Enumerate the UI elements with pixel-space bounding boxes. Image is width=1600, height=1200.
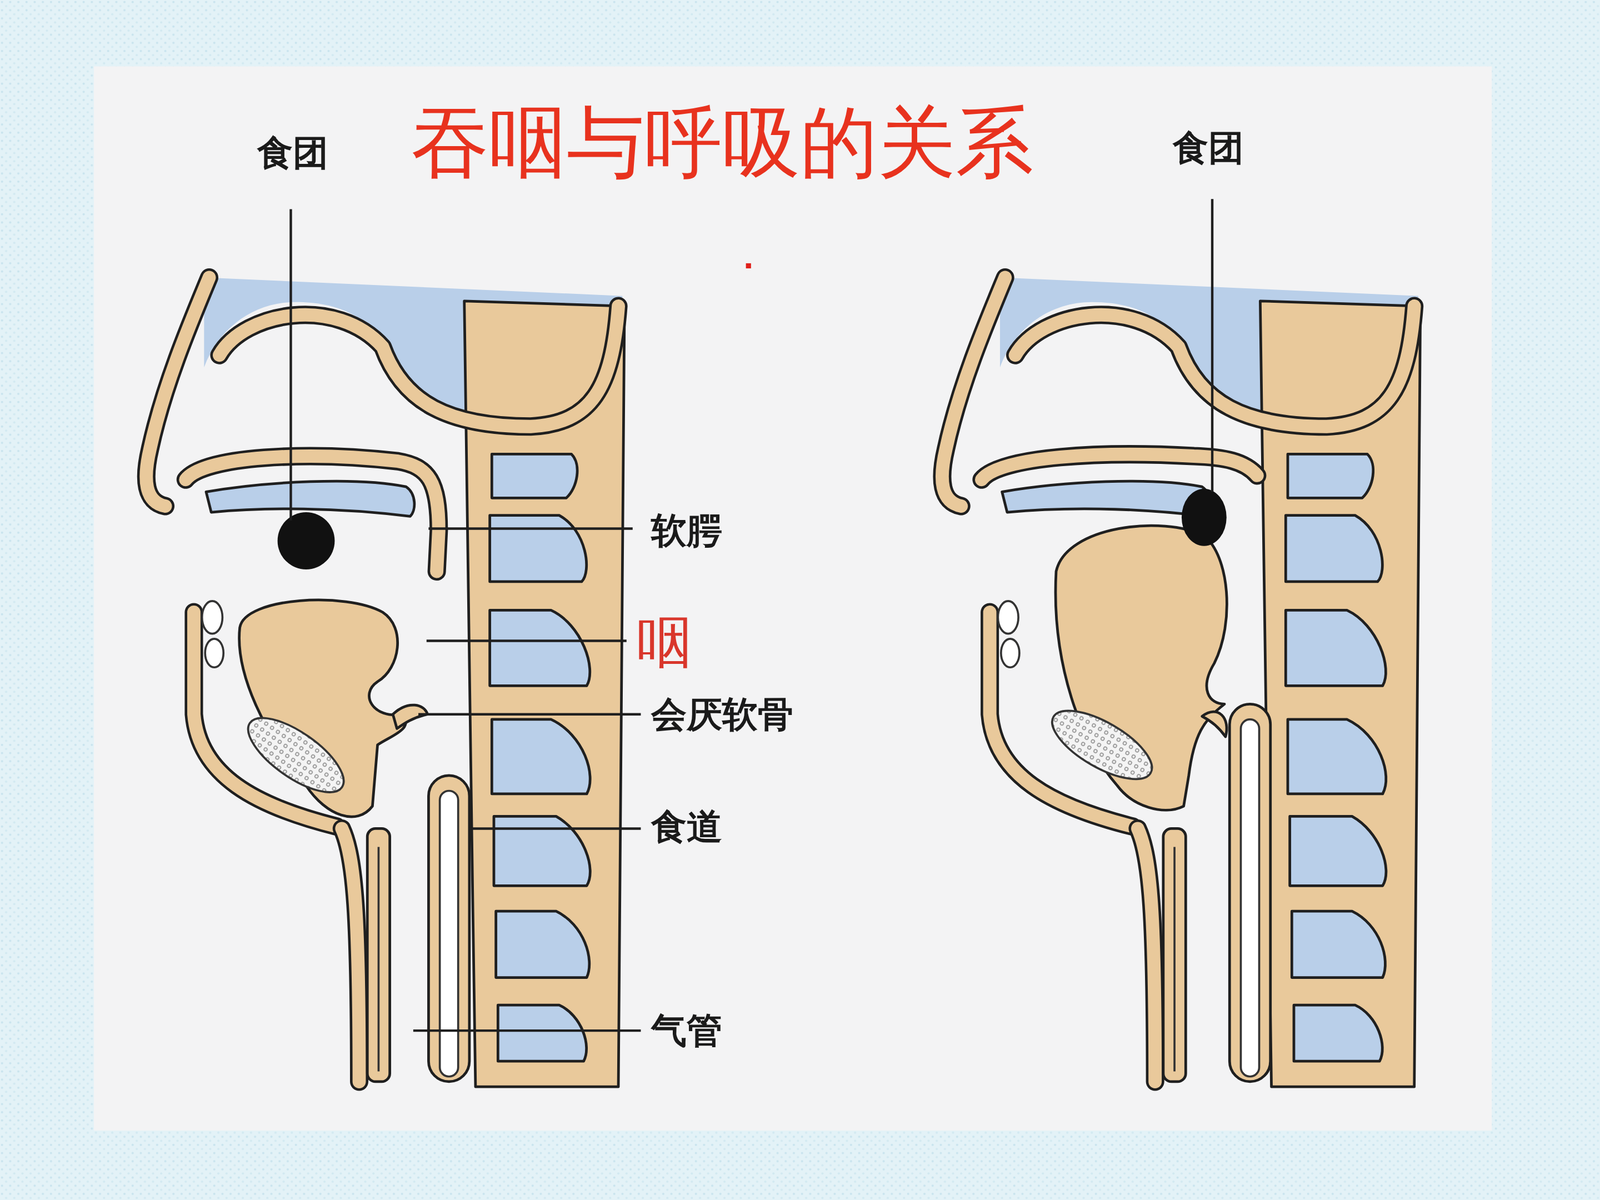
food-bolus [1181,488,1227,547]
part-label: 气管 [651,1011,723,1050]
red-dot [746,263,752,269]
title: 吞咽与呼吸的关系 [411,100,1034,186]
part-label: 软腭 [651,511,723,550]
swallowing-figure [942,277,1421,1088]
part-label: 食道 [651,807,723,847]
hyoid-muscle [237,704,355,806]
esophagus [1229,703,1270,1082]
part-label: 咽 [636,612,693,674]
hyoid-muscle [1042,697,1162,793]
part-label: 食团 [257,133,329,173]
esophagus [428,775,469,1082]
breathing-figure [146,277,625,1088]
leader-lines [290,198,1213,1031]
part-label: 会厌软骨 [651,695,794,734]
food-bolus [277,512,335,570]
epiglottis [1202,711,1227,737]
part-label: 食团 [1172,128,1244,168]
panel [93,66,1492,1131]
epiglottis [392,705,428,729]
